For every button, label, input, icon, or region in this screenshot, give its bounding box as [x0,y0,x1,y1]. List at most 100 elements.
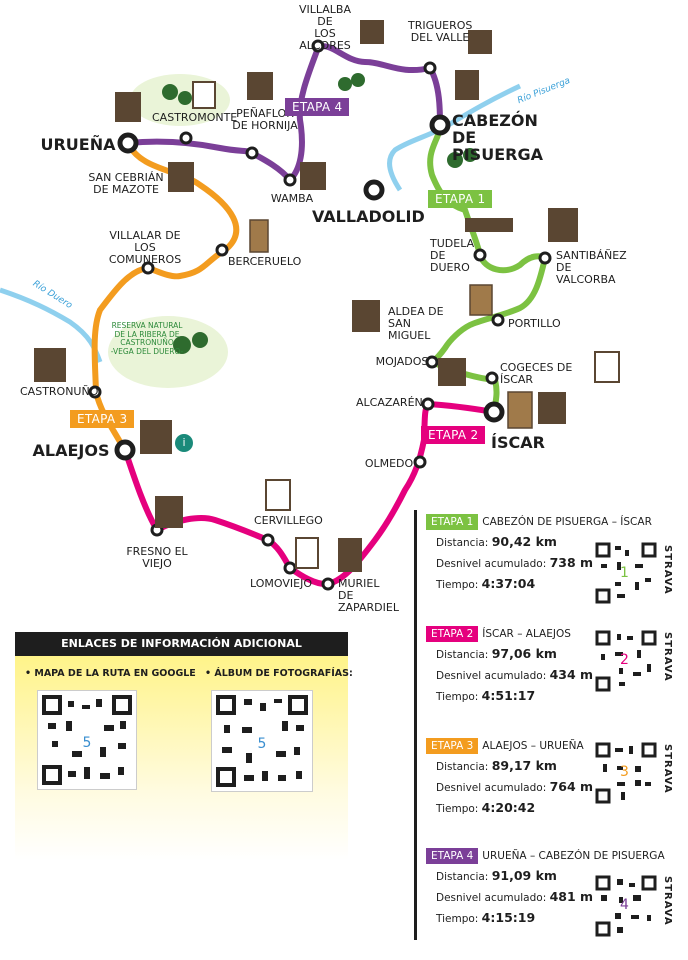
stage-time: Tiempo: 4:15:19 [436,910,536,925]
church-icon [247,72,273,100]
stages-divider [414,510,417,940]
strava-qr-1[interactable] [595,542,657,604]
qr-code-icon: 5 [42,695,132,785]
marker-iscar [483,401,505,423]
qr-code-icon [595,742,657,804]
info-icon[interactable]: i [175,434,193,452]
map-tag-etapa-2: ETAPA 2 [421,426,486,444]
label-lomoviejo: LOMOVIEJO [250,577,312,590]
map-tag-etapa-1: ETAPA 1 [428,190,493,208]
stage-time: Tiempo: 4:51:17 [436,688,536,703]
stage-route: ÍSCAR – ALAEJOS [482,628,571,640]
stage-route: URUEÑA – CABEZÓN DE PISUERGA [482,850,665,862]
album-qr[interactable]: 5 [211,690,313,792]
castle-icon [469,284,493,316]
label-iscar: ÍSCAR [491,433,545,452]
marker-uruena [117,132,139,154]
label-portillo: PORTILLO [508,317,561,330]
google-maps-qr[interactable]: 5 [37,690,137,790]
chapel-icon [192,81,216,109]
strava-qr-2[interactable] [595,630,657,692]
strava-label: STRAVA [662,545,673,595]
stage-time: Tiempo: 4:20:42 [436,800,536,815]
marker-castromonte [179,131,193,145]
qr-code-icon [595,630,657,692]
label-castronuno: CASTRONUÑO [20,385,99,398]
map-tag-etapa-4: ETAPA 4 [285,98,350,116]
marker-trigueros [423,61,437,75]
stage-distance: Distancia: 90,42 km [436,534,557,549]
river-pisuerga [387,83,522,192]
tree-icon [338,77,352,91]
qr-number: 4 [620,897,629,913]
label-cabezon: CABEZÓN DE PISUERGA [452,111,543,164]
label-muriel: MURIEL DE ZAPARDIEL [338,577,399,614]
chapel-icon [594,351,620,383]
strava-label: STRAVA [662,632,673,682]
qr-number: 1 [620,565,629,581]
album-label: • ÁLBUM DE FOTOGRAFÍAS: [205,668,353,679]
marker-olmedo [413,455,427,469]
church-icon [168,162,194,192]
stage-tag: ETAPA 1 [426,514,479,530]
map-tag-etapa-3: ETAPA 3 [70,410,135,428]
marker-portillo [491,313,505,327]
tree-icons [162,73,477,354]
stage-distance: Distancia: 91,09 km [436,868,557,883]
tree-icon [178,91,192,105]
bridge-icon [465,218,513,232]
chapel-icons [192,81,620,569]
marker-muriel [321,577,335,591]
church-icon [352,300,380,332]
tree-icon [192,332,208,348]
label-alaejos: ALAEJOS [32,441,110,460]
church-icon [438,358,466,386]
marker-cogeces [485,371,499,385]
label-aldea: ALDEA DE SAN MIGUEL [388,305,444,342]
stage-route: ALAEJOS – URUEÑA [482,740,584,752]
label-uruena: URUEÑA [40,135,116,154]
qr-code-icon [595,875,657,937]
svg-text:5: 5 [83,735,92,751]
qr-code-icon [595,542,657,604]
stage-distance: Distancia: 89,17 km [436,758,557,773]
marker-castronuno [88,385,102,399]
stage-elevation: Desnivel acumulado: 481 m [436,889,594,904]
stage-tag: ETAPA 2 [426,626,479,642]
church-icon [300,162,326,190]
label-cogeces: COGECES DE ÍSCAR [500,361,573,386]
church-icon [34,348,66,382]
church-icon [538,392,566,424]
stage-elevation: Desnivel acumulado: 764 m [436,779,594,794]
marker-bercerulo [215,243,229,257]
church-icon [140,420,172,454]
links-title: ENLACES DE INFORMACIÓN ADICIONAL [15,632,348,656]
castle-icons [249,219,533,429]
stage-tag: ETAPA 4 [426,848,479,864]
marker-cabezon [429,114,451,136]
church-icon [468,30,492,54]
tree-icon [447,152,463,168]
marker-villalba [311,39,325,53]
label-reserva: RESERVA NATURAL DE LA RIBERA DE CASTRONU… [110,321,184,356]
label-valladolid: VALLADOLID [312,207,425,226]
stage-elevation: Desnivel acumulado: 738 m [436,555,594,570]
marker-tudela [473,248,487,262]
marker-wamba [283,173,297,187]
strava-qr-4[interactable] [595,875,657,937]
label-trigueros: TRIGUEROS DEL VALLE [408,19,473,44]
qr-number: 2 [620,652,629,668]
google-maps-link[interactable]: • MAPA DE LA RUTA EN GOOGLE [25,668,196,679]
label-villalba: VILLALBA DE LOS ALCORES [298,3,351,52]
castle-icon [249,219,269,253]
stage-tag: ETAPA 3 [426,738,479,754]
album-link[interactable]: • ÁLBUM DE FOTOGRAFÍAS: [205,668,355,679]
castle-icon [507,391,533,429]
label-fresno: FRESNO EL VIEJO [126,545,188,570]
marker-mojados [425,355,439,369]
strava-qr-3[interactable] [595,742,657,804]
